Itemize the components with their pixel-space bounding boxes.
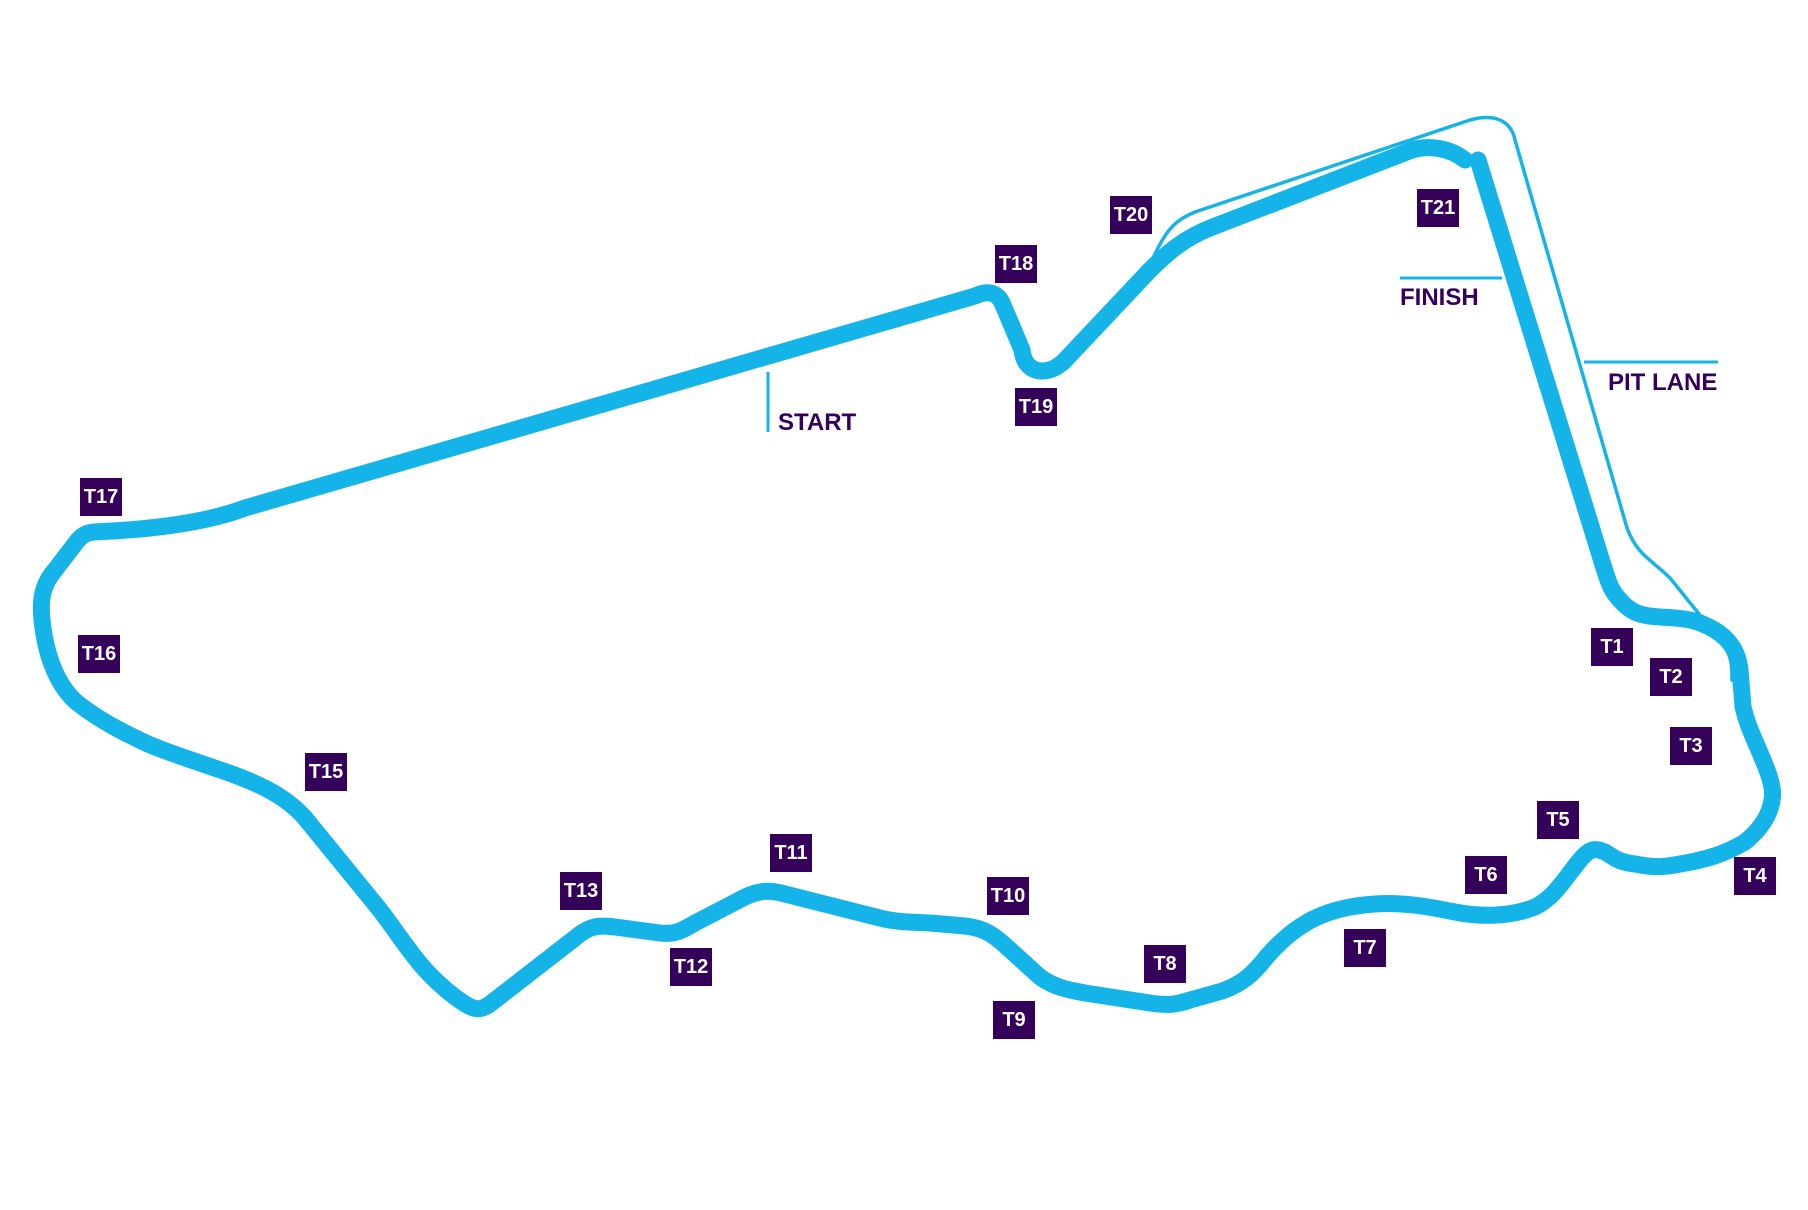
- turn-label-t8: T8: [1144, 945, 1186, 983]
- svg-text:T7: T7: [1353, 937, 1376, 959]
- svg-text:T5: T5: [1546, 809, 1569, 831]
- turn-label-t15: T15: [305, 753, 347, 791]
- turn-label-t5: T5: [1537, 801, 1579, 839]
- turn-label-t9: T9: [993, 1001, 1035, 1039]
- turn-label-t10: T10: [987, 877, 1029, 915]
- start-label: START: [778, 409, 857, 436]
- svg-text:T3: T3: [1679, 735, 1702, 757]
- svg-text:T20: T20: [1114, 204, 1148, 226]
- turn-label-t3: T3: [1670, 727, 1712, 765]
- turn-label-t6: T6: [1465, 856, 1507, 894]
- svg-text:T8: T8: [1153, 953, 1176, 975]
- turn-label-t4: T4: [1734, 857, 1776, 895]
- svg-text:T9: T9: [1002, 1009, 1025, 1031]
- turn-label-t19: T19: [1015, 388, 1057, 426]
- turn-label-t11: T11: [770, 834, 812, 872]
- turn-label-t16: T16: [78, 635, 120, 673]
- svg-text:T19: T19: [1019, 396, 1053, 418]
- turn-label-t20: T20: [1110, 196, 1152, 234]
- svg-text:T21: T21: [1421, 197, 1455, 219]
- turn-label-t2: T2: [1650, 658, 1692, 696]
- svg-text:T6: T6: [1474, 864, 1497, 886]
- turn-label-t17: T17: [80, 478, 122, 516]
- svg-text:T11: T11: [774, 842, 807, 864]
- svg-text:T13: T13: [564, 880, 598, 902]
- race-track-path: [32, 139, 1782, 1018]
- svg-text:T12: T12: [674, 956, 708, 978]
- turn-label-t21: T21: [1417, 189, 1459, 227]
- svg-text:T16: T16: [82, 643, 116, 665]
- svg-text:T18: T18: [999, 253, 1033, 275]
- turn-label-t12: T12: [670, 948, 712, 986]
- svg-text:T17: T17: [84, 486, 118, 508]
- svg-text:T10: T10: [991, 885, 1025, 907]
- svg-text:T15: T15: [309, 761, 343, 783]
- finish-label: FINISH: [1400, 284, 1479, 311]
- svg-text:T2: T2: [1659, 666, 1682, 688]
- turn-label-t13: T13: [560, 872, 602, 910]
- svg-text:T1: T1: [1600, 636, 1623, 658]
- turn-label-t18: T18: [995, 245, 1037, 283]
- svg-text:T4: T4: [1743, 865, 1767, 887]
- pit-lane-label: PIT LANE: [1608, 369, 1717, 396]
- turn-label-t1: T1: [1591, 628, 1633, 666]
- turn-label-t7: T7: [1344, 929, 1386, 967]
